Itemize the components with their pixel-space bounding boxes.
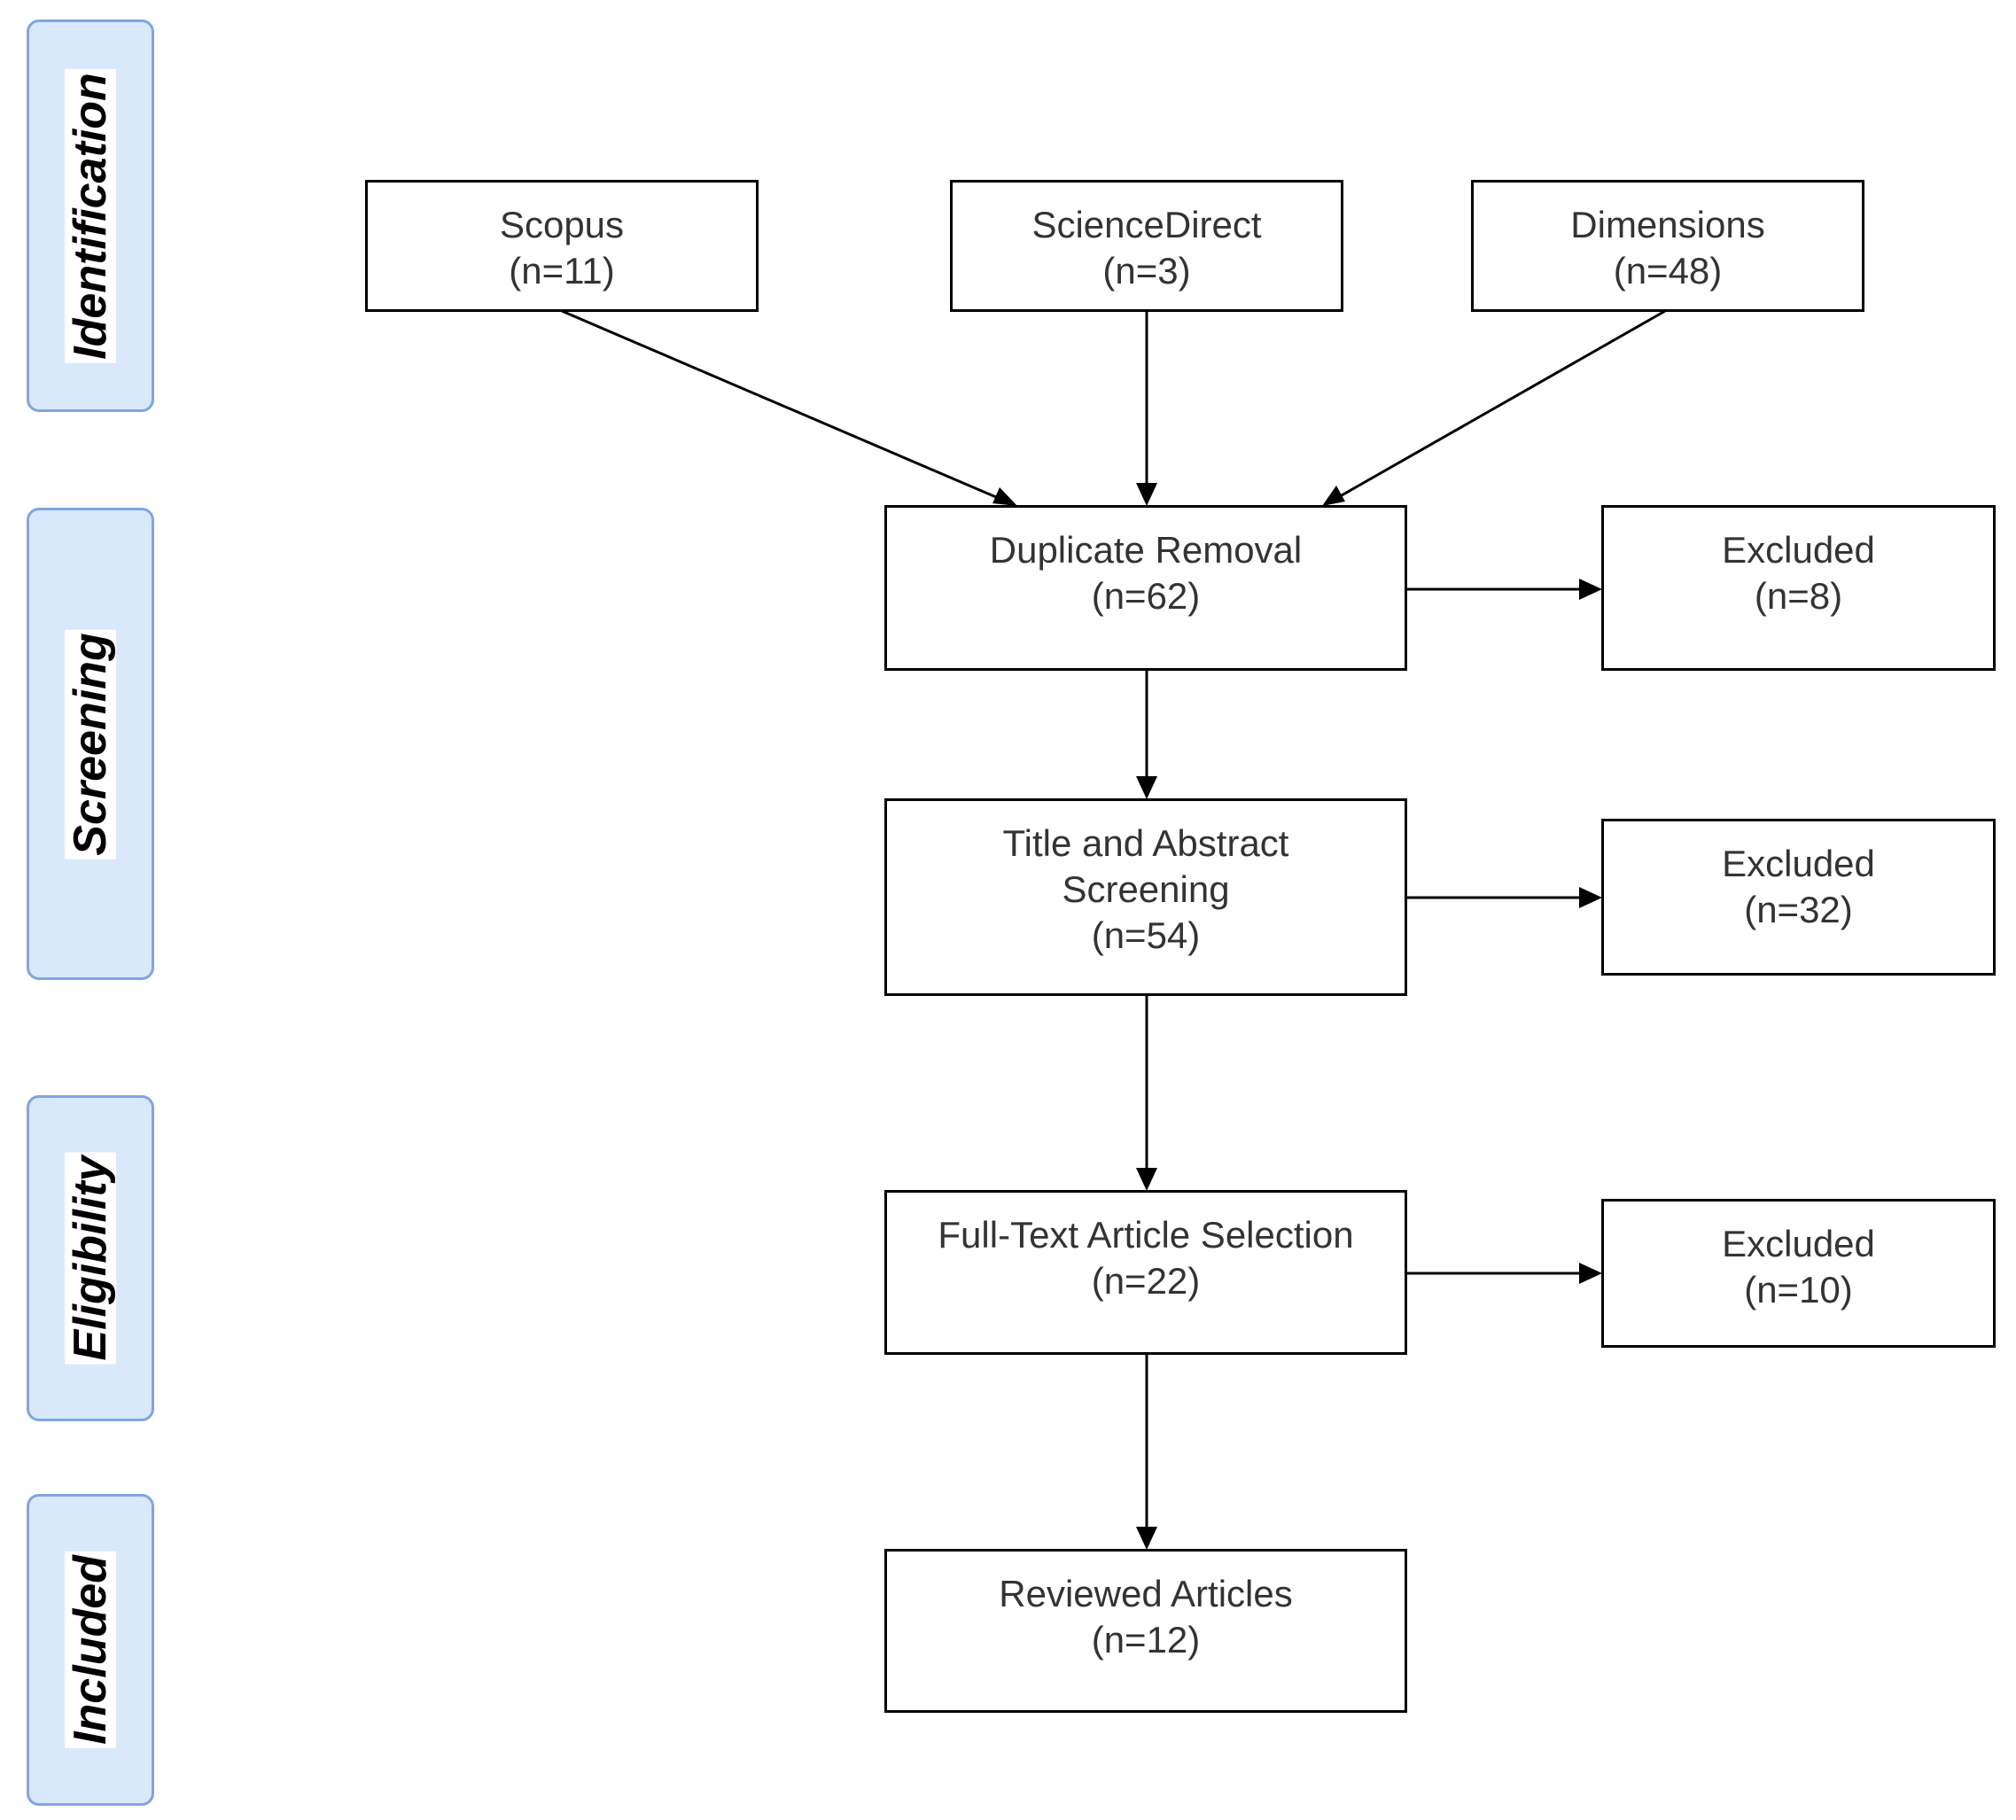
source-dimensions-label: Dimensions (1570, 204, 1765, 245)
source-scopus-count: (n=11) (509, 250, 615, 292)
arrowhead-dimensions (1322, 486, 1345, 506)
arrowhead-sciencedirect (1136, 483, 1157, 506)
source-scopus-label: Scopus (499, 204, 625, 245)
arrowhead-excluded-3 (1579, 1263, 1602, 1284)
duplicate-removal-count: (n=62) (1091, 575, 1201, 617)
excluded-duplicates-count: (n=8) (1754, 575, 1843, 617)
source-dimensions-count: (n=48) (1613, 250, 1723, 292)
phase-included: Included (27, 1494, 154, 1806)
excluded-screening-count: (n=32) (1744, 889, 1853, 930)
arrow-dimensions-to-duplicates (1328, 309, 1666, 504)
phase-identification: Identification (27, 19, 154, 412)
reviewed-articles-label: Reviewed Articles (999, 1573, 1293, 1614)
source-box-dimensions: Dimensions (n=48) (1471, 180, 1864, 312)
arrowhead-to-screening (1136, 776, 1157, 799)
source-sciencedirect-count: (n=3) (1102, 250, 1191, 292)
duplicate-removal-label: Duplicate Removal (989, 529, 1303, 571)
excluded-full-text-label: Excluded (1722, 1223, 1875, 1264)
excluded-box-duplicates: Excluded (n=8) (1601, 505, 1996, 671)
full-text-count: (n=22) (1091, 1260, 1201, 1302)
title-abstract-box: Title and Abstract Screening (n=54) (884, 798, 1407, 996)
phase-eligibility: Eligibility (27, 1095, 154, 1421)
source-box-sciencedirect: ScienceDirect (n=3) (950, 180, 1343, 312)
excluded-box-screening: Excluded (n=32) (1601, 819, 1996, 976)
full-text-box: Full-Text Article Selection (n=22) (884, 1190, 1407, 1355)
title-abstract-label: Title and Abstract Screening (1002, 822, 1289, 910)
duplicate-removal-box: Duplicate Removal (n=62) (884, 505, 1407, 671)
arrowhead-excluded-2 (1579, 887, 1602, 908)
phase-screening: Screening (27, 508, 154, 980)
excluded-duplicates-label: Excluded (1722, 529, 1875, 571)
arrow-scopus-to-duplicates (561, 309, 1009, 504)
arrowhead-scopus (992, 487, 1017, 506)
source-box-scopus: Scopus (n=11) (365, 180, 759, 312)
excluded-box-full-text: Excluded (n=10) (1601, 1199, 1996, 1348)
excluded-full-text-count: (n=10) (1744, 1269, 1853, 1311)
full-text-label: Full-Text Article Selection (938, 1214, 1354, 1256)
source-sciencedirect-label: ScienceDirect (1031, 204, 1262, 245)
reviewed-articles-box: Reviewed Articles (n=12) (884, 1549, 1407, 1713)
arrowhead-to-reviewed (1136, 1527, 1157, 1550)
excluded-screening-label: Excluded (1722, 843, 1875, 884)
title-abstract-count: (n=54) (1091, 914, 1201, 956)
arrowhead-to-fulltext (1136, 1168, 1157, 1191)
reviewed-articles-count: (n=12) (1091, 1619, 1201, 1661)
arrowhead-excluded-1 (1579, 579, 1602, 600)
